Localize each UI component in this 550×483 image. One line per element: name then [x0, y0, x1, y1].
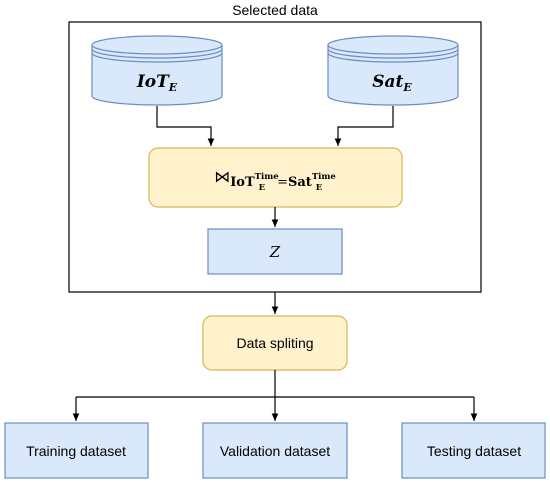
result-label: Z — [269, 243, 281, 261]
split-label: Data spliting — [236, 335, 313, 351]
iot-to-join-arrow — [156, 106, 215, 146]
sat-to-join-arrow — [334, 106, 394, 146]
testing-dataset-node[interactable]: Testing dataset — [401, 422, 546, 479]
container-title: Selected data — [232, 2, 318, 18]
result-node[interactable]: Z — [207, 228, 343, 275]
split-node[interactable]: Data spliting — [202, 315, 348, 371]
sat-label: SatE — [372, 72, 412, 94]
testing-dataset-label: Testing dataset — [427, 443, 521, 459]
split-branch-lines — [76, 370, 474, 398]
training-dataset-label: Training dataset — [26, 443, 126, 459]
validation-dataset-label: Validation dataset — [220, 443, 330, 459]
iot-database-cylinder[interactable]: IoTE — [91, 35, 223, 106]
sat-database-cylinder[interactable]: SatE — [327, 35, 459, 106]
iot-label: IoTE — [136, 72, 178, 94]
training-dataset-node[interactable]: Training dataset — [4, 422, 149, 479]
validation-dataset-node[interactable]: Validation dataset — [202, 422, 348, 479]
